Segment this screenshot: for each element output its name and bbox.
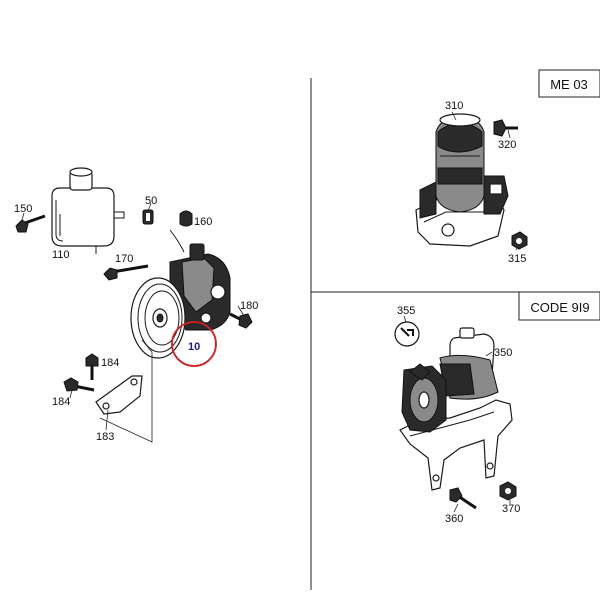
label-370: 370 (502, 503, 520, 515)
leader-lines-right-bottom (403, 315, 511, 513)
label-160: 160 (194, 216, 212, 228)
leader-lines-left (21, 202, 245, 443)
bolt-320 (493, 119, 518, 137)
code-box-bottom: CODE 9I9 (518, 291, 600, 321)
label-310: 310 (445, 100, 463, 112)
label-315: 315 (508, 253, 526, 265)
label-184-left: 184 (52, 396, 70, 408)
label-110: 110 (52, 249, 70, 261)
label-10: 10 (188, 341, 200, 353)
label-150: 150 (14, 203, 32, 215)
reservoir-110 (51, 167, 125, 254)
code-top-text: ME 03 (550, 77, 588, 92)
bolt-170 (103, 264, 149, 281)
bolt-360 (449, 487, 477, 510)
bolt-184-upper (85, 353, 99, 380)
supply-hose (169, 229, 185, 253)
label-170: 170 (115, 253, 133, 265)
pump-with-reservoir-350 (401, 327, 499, 433)
label-350: 350 (494, 347, 512, 359)
clamp-160 (179, 210, 193, 227)
label-183: 183 (96, 431, 114, 443)
label-355: 355 (397, 305, 415, 317)
code-box-top: ME 03 (538, 69, 600, 98)
bolt-180 (229, 312, 253, 329)
seal-50 (142, 209, 154, 225)
label-184-upper: 184 (101, 357, 119, 369)
bolt-150 (15, 214, 46, 233)
label-360: 360 (445, 513, 463, 525)
nut-315 (511, 231, 528, 250)
bracket-183 (95, 375, 143, 415)
label-180: 180 (240, 300, 258, 312)
highlight-circle (171, 321, 217, 367)
wrench-icon (394, 321, 420, 347)
code-bottom-text: CODE 9I9 (530, 300, 589, 315)
label-320: 320 (498, 139, 516, 151)
nut-370 (499, 481, 517, 501)
label-50: 50 (145, 195, 157, 207)
leader-lines-right-top (451, 111, 519, 251)
pump-assembly-310 (415, 113, 509, 247)
bolt-184-left (63, 377, 95, 392)
power-steering-pump-10 (130, 243, 231, 359)
